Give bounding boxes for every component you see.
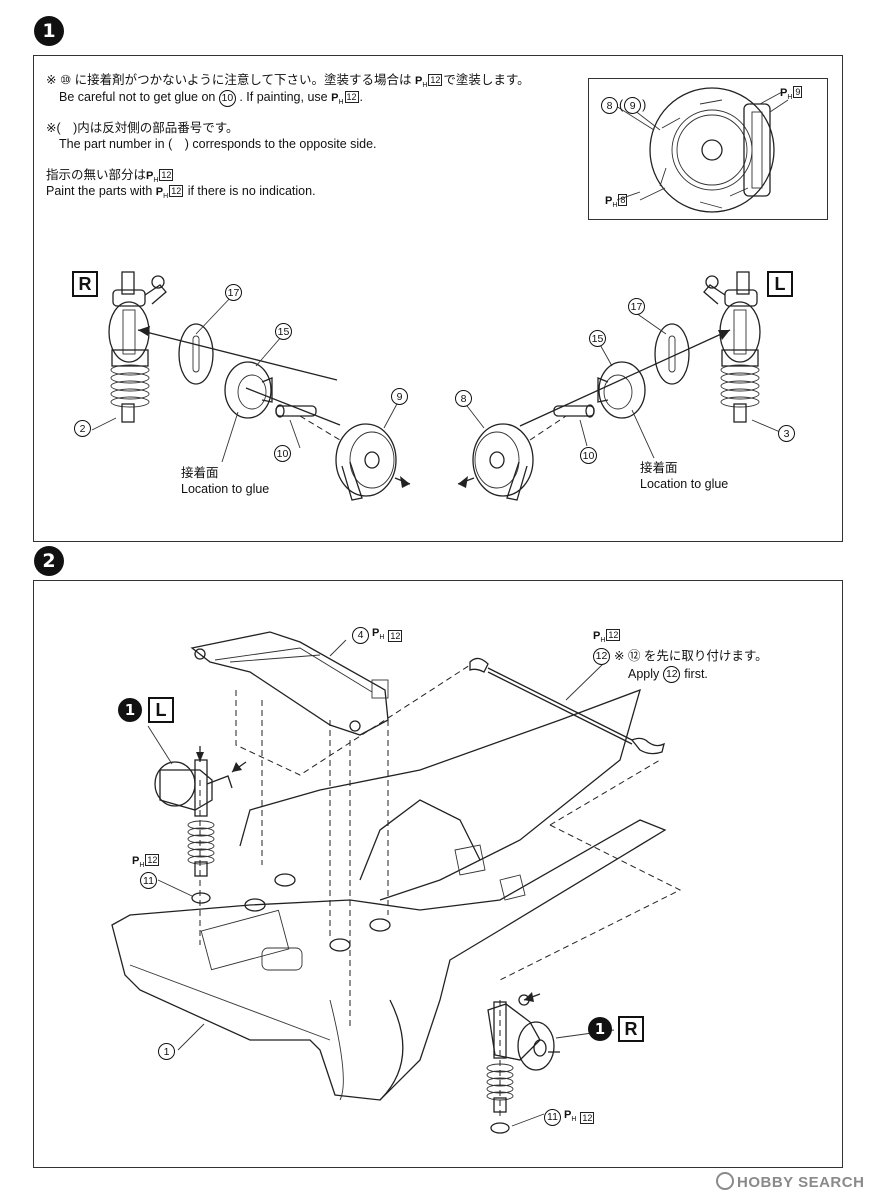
part-11-left-paint: PH12 <box>132 854 160 870</box>
right-assembly-reference: 1 R <box>588 1016 644 1042</box>
step-2-left-strut <box>154 759 233 904</box>
left-side-marker-2: L <box>148 697 174 723</box>
paren-note-jp: ※( )内は反対側の部品番号です。 <box>46 121 239 135</box>
part-4-callout: 4 <box>352 627 369 645</box>
glue-location-en-l: Location to glue <box>640 477 729 491</box>
step-1-badge: 1 <box>34 16 64 46</box>
right-collar-15 <box>224 361 273 419</box>
part-11-callout-r: 11 <box>544 1109 561 1127</box>
left-collar-15 <box>597 361 646 419</box>
part-15-callout-l: 15 <box>589 330 606 347</box>
brake-disc-illustration <box>633 87 789 213</box>
part-17-callout-r: 17 <box>225 284 242 301</box>
tie-rod-part-12 <box>469 657 665 755</box>
step-2-badge: 2 <box>34 546 64 576</box>
part-12-note-en: Apply 12 first. <box>628 666 708 683</box>
step-2-panel <box>33 580 843 1168</box>
right-wheel-9 <box>335 423 397 501</box>
part-11-callout-l: 11 <box>140 872 157 889</box>
right-axle-10 <box>275 404 317 418</box>
step-1-ref-badge-l: 1 <box>118 698 142 722</box>
right-side-marker-2: R <box>618 1016 644 1042</box>
right-spacer-17 <box>178 323 214 385</box>
part-1-callout: 1 <box>158 1043 175 1060</box>
right-strut-illustration <box>108 271 167 423</box>
left-wheel-8 <box>472 423 534 501</box>
inset-part-label: 8 ( 9 ) <box>601 97 646 114</box>
right-side-marker: R <box>72 271 98 297</box>
brake-disc-inset <box>588 78 828 220</box>
left-strut-illustration <box>703 271 761 423</box>
left-spacer-17 <box>654 323 690 385</box>
no-indication-note-jp: 指示の無い部分はPH12 <box>46 168 174 185</box>
no-indication-note-en: Paint the parts with PH12 if there is no… <box>46 184 316 201</box>
inset-rotor-paint: PH8 <box>605 194 628 210</box>
left-axle-10 <box>553 404 595 418</box>
part-8-callout-l: 8 <box>455 390 472 407</box>
watermark-logo-icon <box>716 1172 734 1190</box>
glue-location-jp-r: 接着面 <box>181 466 219 480</box>
step-1-ref-badge-r: 1 <box>588 1017 612 1041</box>
part-9-callout: 9 <box>624 97 642 114</box>
paren-note-en: The part number in ( ) corresponds to th… <box>59 137 377 151</box>
assembly-arrow <box>137 329 338 381</box>
part-17-callout-l: 17 <box>628 298 645 315</box>
part-12-paint: PH12 <box>593 629 621 645</box>
part-10-callout: 10 <box>218 89 236 107</box>
hobby-search-watermark: HOBBY SEARCH <box>716 1172 864 1191</box>
part-8-callout: 8 <box>601 97 618 114</box>
glue-note-en: Be careful not to get glue on 10 . If pa… <box>59 89 363 107</box>
inset-caliper-paint: PH9 <box>780 86 803 102</box>
part-9-callout-r: 9 <box>391 388 408 405</box>
left-assembly-reference: 1 L <box>118 697 174 723</box>
part-3-callout: 3 <box>778 425 795 442</box>
left-side-marker: L <box>767 271 793 297</box>
glue-location-en-r: Location to glue <box>181 482 270 496</box>
part-12-callout: 12 <box>593 648 610 665</box>
part-10-callout-l: 10 <box>580 447 597 464</box>
part-2-callout: 2 <box>74 420 91 437</box>
part-15-callout-r: 15 <box>275 323 292 340</box>
glue-location-jp-l: 接着面 <box>640 461 678 475</box>
part-10-callout-r: 10 <box>274 445 291 462</box>
part-12-note-jp: 12 ※ ⑫ を先に取り付けます。 <box>593 648 768 665</box>
step-1-panel <box>33 55 843 542</box>
paint-code: PH <box>415 75 428 90</box>
chassis-illustration <box>111 688 667 1101</box>
